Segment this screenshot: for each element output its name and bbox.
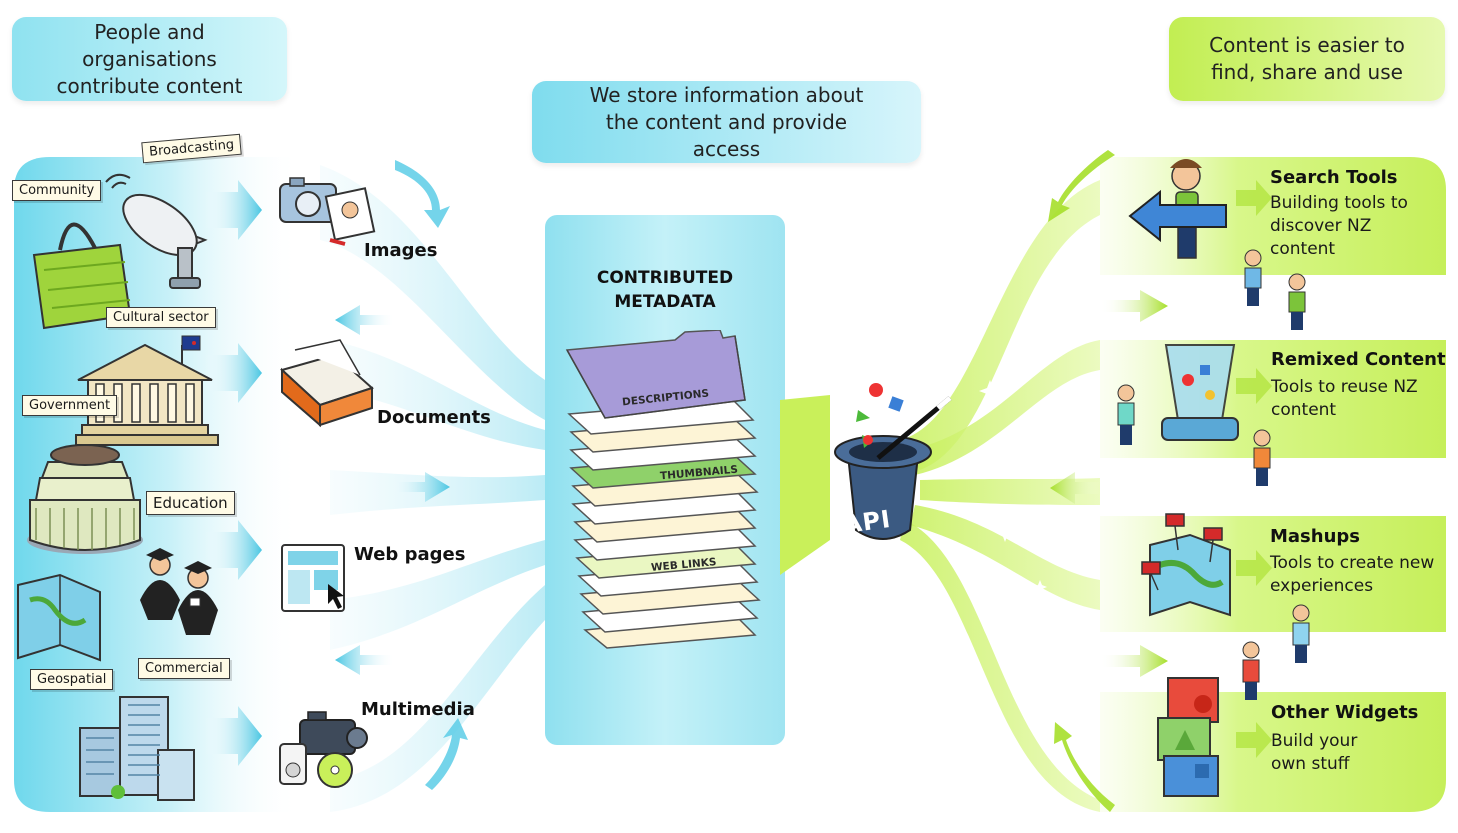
beehive-parliament-icon xyxy=(27,444,143,554)
metadata-title: CONTRIBUTED METADATA xyxy=(596,268,734,312)
people-figures xyxy=(1117,249,1310,700)
map-icon xyxy=(17,573,101,662)
magic-wand-icon xyxy=(876,396,952,460)
outcome-remixed-content-desc: Tools to reuse NZ content xyxy=(1271,377,1418,420)
video-camera-icon xyxy=(299,711,368,755)
tag-government: Government xyxy=(22,395,118,416)
tag-geospatial: Geospatial xyxy=(30,669,114,690)
graduates-icon xyxy=(140,548,218,635)
outcome-search-tools-desc: Building tools to discover NZ content xyxy=(1270,193,1408,259)
outcome-mashups-title: Mashups xyxy=(1270,526,1360,547)
caption-storage: We store information about the content a… xyxy=(532,81,921,163)
tag-community: Community xyxy=(12,180,102,201)
flow-arrows-middle xyxy=(335,160,468,790)
outcome-other-widgets-desc: Build your own stuff xyxy=(1271,731,1358,774)
outcome-mashups-desc: Tools to create new experiences xyxy=(1270,553,1435,596)
magic-hat-icon xyxy=(834,383,952,540)
tag-commercial: Commercial xyxy=(138,658,230,679)
photo-icon xyxy=(324,187,376,246)
flow-arrows-right xyxy=(1048,150,1272,812)
outcome-other-widgets-title: Other Widgets xyxy=(1271,702,1419,723)
caption-outcomes: Content is easier to find, share and use xyxy=(1169,17,1445,101)
city-buildings-icon xyxy=(79,696,195,801)
content-type-documents: Documents xyxy=(377,407,491,428)
cursor-icon xyxy=(328,584,344,609)
blender-icon xyxy=(1161,344,1239,441)
outcome-remixed-content-title: Remixed Content xyxy=(1271,349,1446,370)
toy-blocks-icon xyxy=(1157,677,1219,797)
flow-arrows-left xyxy=(205,180,262,766)
tag-cultural-sector: Cultural sector xyxy=(106,307,216,328)
content-type-illustrations xyxy=(279,177,376,788)
map-pins-icon xyxy=(1141,513,1231,617)
caption-contributors: People and organisations contribute cont… xyxy=(12,17,287,101)
binder-icon xyxy=(280,339,374,428)
contributor-illustrations xyxy=(17,173,219,801)
person-with-arrow-icon xyxy=(1128,159,1227,259)
content-type-multimedia: Multimedia xyxy=(361,699,475,720)
tag-education: Education xyxy=(146,491,235,515)
sparkles xyxy=(977,380,1053,594)
content-type-images: Images xyxy=(364,240,438,261)
content-type-web-pages: Web pages xyxy=(354,544,466,565)
satellite-dish-icon xyxy=(105,173,208,289)
nz-flag-icon xyxy=(181,335,201,351)
metadata-stack xyxy=(565,330,761,649)
mp3-player-icon xyxy=(279,743,307,785)
cd-icon xyxy=(317,752,353,788)
outcome-search-tools-title: Search Tools xyxy=(1270,167,1398,188)
